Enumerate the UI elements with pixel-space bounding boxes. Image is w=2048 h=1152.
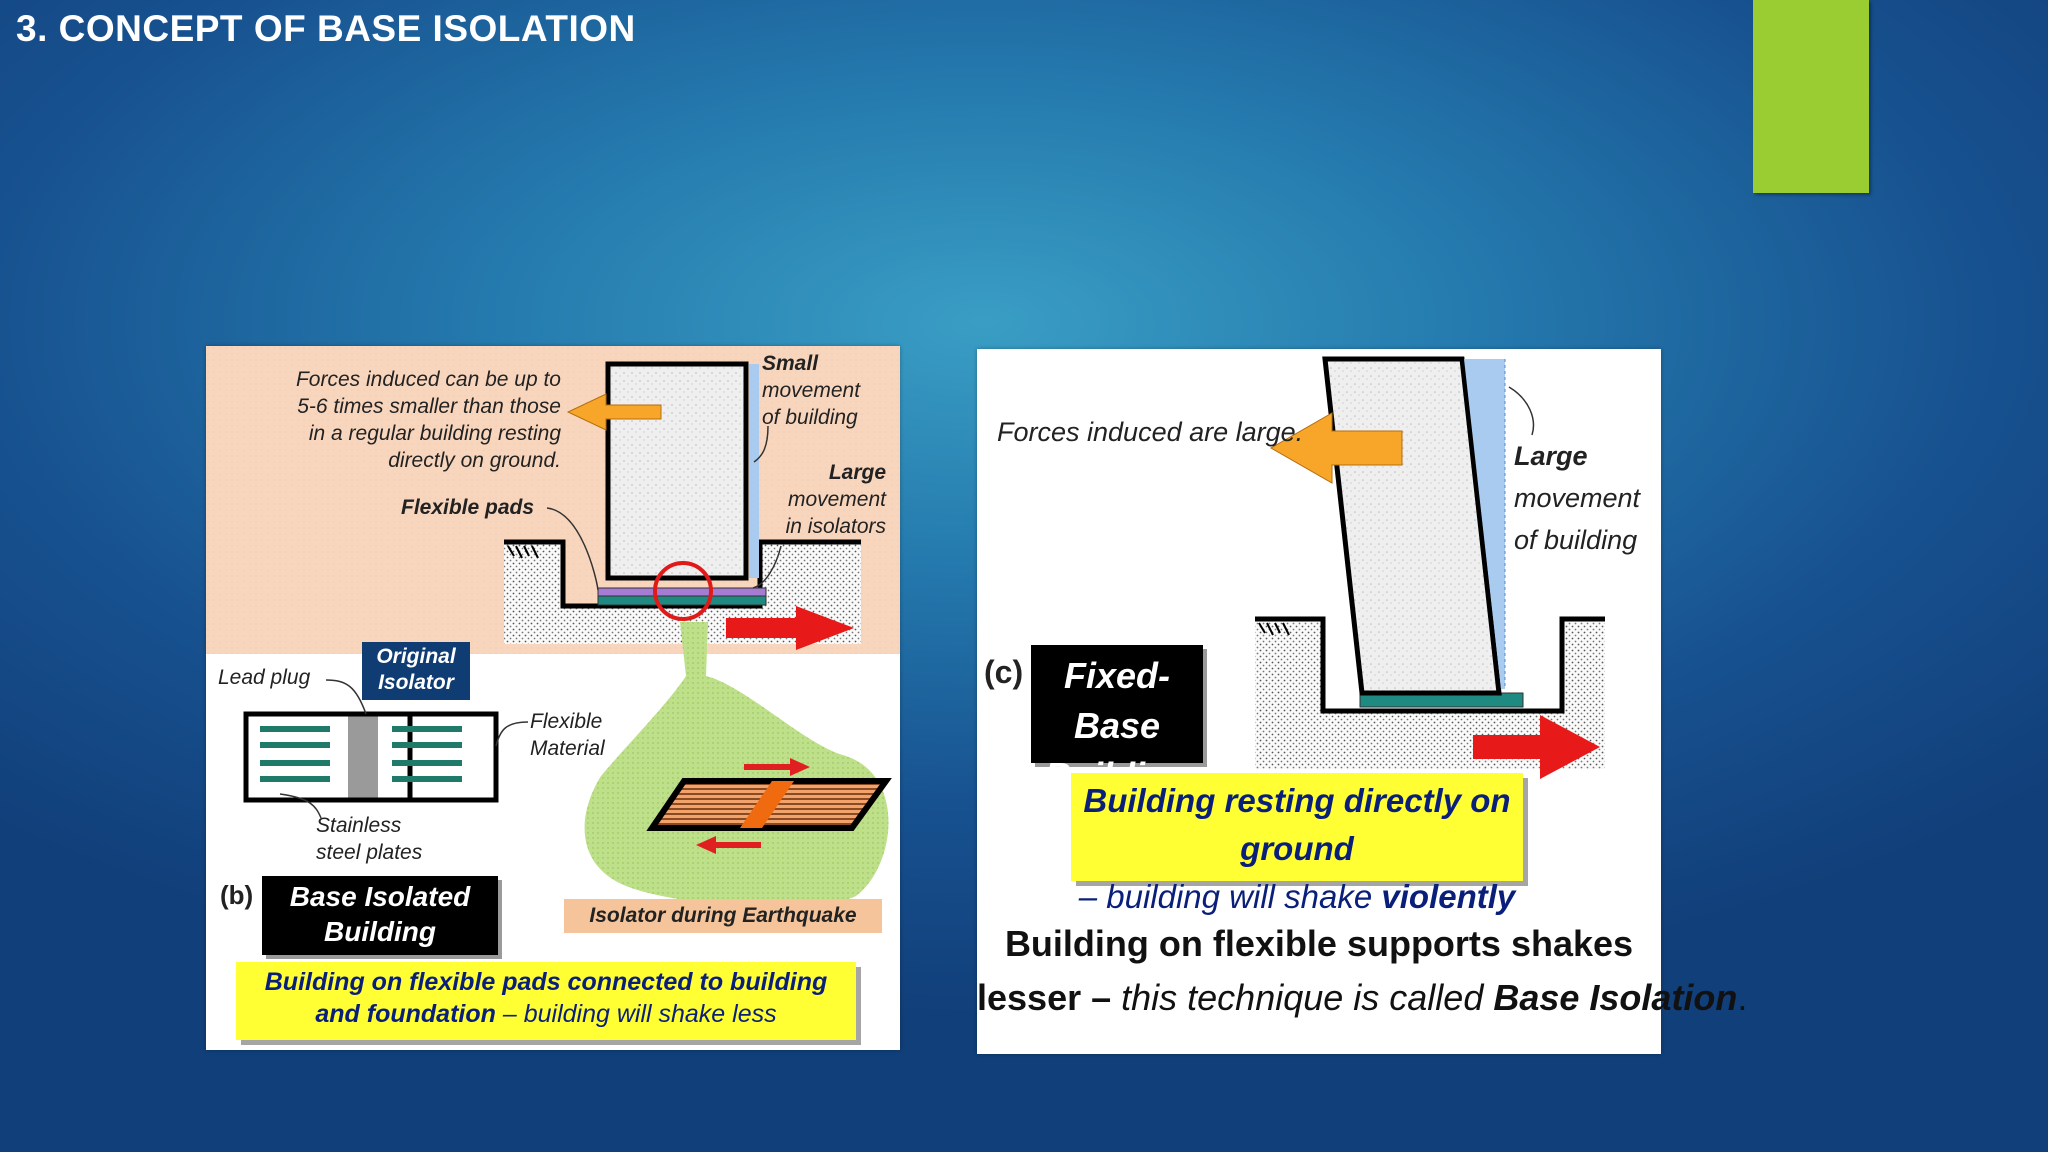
panel-c-footer-line1: Building on flexible supports shakes: [1004, 923, 1634, 964]
base-isolated-drawing: [206, 346, 900, 907]
isolator-during-earthquake-label: Isolator during Earthquake: [564, 899, 882, 933]
fixed-base-label: Fixed-Base Building: [1031, 645, 1203, 796]
panel-c-footer-term: Base Isolation: [1493, 977, 1738, 1018]
forces-large-note: Forces induced are large.: [997, 417, 1304, 447]
panel-c-caption: Building resting directly on ground – bu…: [1071, 773, 1523, 915]
small-movement-line: of building: [762, 406, 858, 429]
stainless-line: Stainless: [316, 814, 402, 837]
forces-note: Forces induced can be up to 5-6 times sm…: [296, 366, 561, 474]
panel-c-footer-italic: this technique is called: [1121, 977, 1494, 1018]
base-isolated-label-line: Base Isolated: [289, 881, 471, 912]
flexible-pads-label: Flexible pads: [401, 496, 535, 519]
slide-title: 3. CONCEPT OF BASE ISOLATION: [16, 8, 636, 49]
forces-note-line: Forces induced can be up to: [295, 368, 561, 391]
small-movement-note: Small movement of building: [762, 350, 860, 431]
base-isolated-diagram: Forces induced can be up to 5-6 times sm…: [206, 346, 900, 1050]
forces-note-line: in a regular building resting: [308, 422, 561, 445]
panel-c-caption-rest: – building will shake: [1078, 878, 1382, 915]
base-isolated-label: Base Isolated Building: [262, 876, 498, 955]
large-movement-title: Large: [1514, 441, 1588, 471]
flexible-material-line: Flexible: [530, 710, 603, 733]
panel-b-caption-bold: and foundation: [315, 1000, 496, 1028]
base-isolated-label-line: Building: [324, 916, 436, 947]
large-movement-line: in isolators: [785, 515, 886, 538]
panel-c-footer-end: .: [1737, 977, 1748, 1018]
panel-c-caption-line1: Building resting directly on ground: [1083, 782, 1511, 867]
forces-note-line: directly on ground.: [388, 449, 561, 472]
accent-bar: [1753, 0, 1869, 193]
large-movement-line: movement: [787, 488, 886, 511]
stainless-line: steel plates: [316, 841, 423, 864]
large-movement-line: movement: [1514, 483, 1641, 513]
original-isolator-label: Original Isolator: [362, 642, 470, 700]
flexible-material-label: Flexible Material: [530, 708, 605, 762]
flexible-material-line: Material: [530, 737, 605, 760]
fixed-base-label-line: Fixed-Base: [1063, 655, 1170, 746]
lead-plug-label: Lead plug: [218, 666, 311, 689]
panel-c-footer: Building on flexible supports shakes les…: [977, 917, 1747, 1025]
small-movement-title: Small: [762, 352, 819, 375]
stainless-label: Stainless steel plates: [316, 812, 422, 866]
original-isolator-line: Original: [376, 645, 456, 668]
large-movement-line: of building: [1514, 525, 1638, 555]
panel-b-letter: (b): [220, 880, 254, 910]
large-movement-title: Large: [828, 461, 886, 484]
large-movement-note: Large movement in isolators: [786, 459, 886, 540]
panel-c-caption-bold: violently: [1381, 878, 1516, 915]
fixed-base-diagram: Forces induced are large. Large movement…: [977, 349, 1747, 1054]
panel-b-caption-rest: – building will shake less: [495, 1000, 777, 1028]
panel-b-caption-line1: Building on flexible pads connected to b…: [264, 968, 828, 996]
fixed-base-drawing: [1255, 356, 1605, 779]
panel-c-footer-bold: lesser –: [977, 977, 1122, 1018]
small-movement-line: movement: [762, 379, 861, 402]
large-movement-building-note: Large movement of building: [1514, 435, 1640, 561]
panel-b-caption: Building on flexible pads connected to b…: [236, 962, 856, 1040]
panel-c-letter: (c): [984, 654, 1024, 690]
original-isolator-line: Isolator: [378, 671, 454, 694]
forces-note-line: 5-6 times smaller than those: [297, 395, 561, 418]
